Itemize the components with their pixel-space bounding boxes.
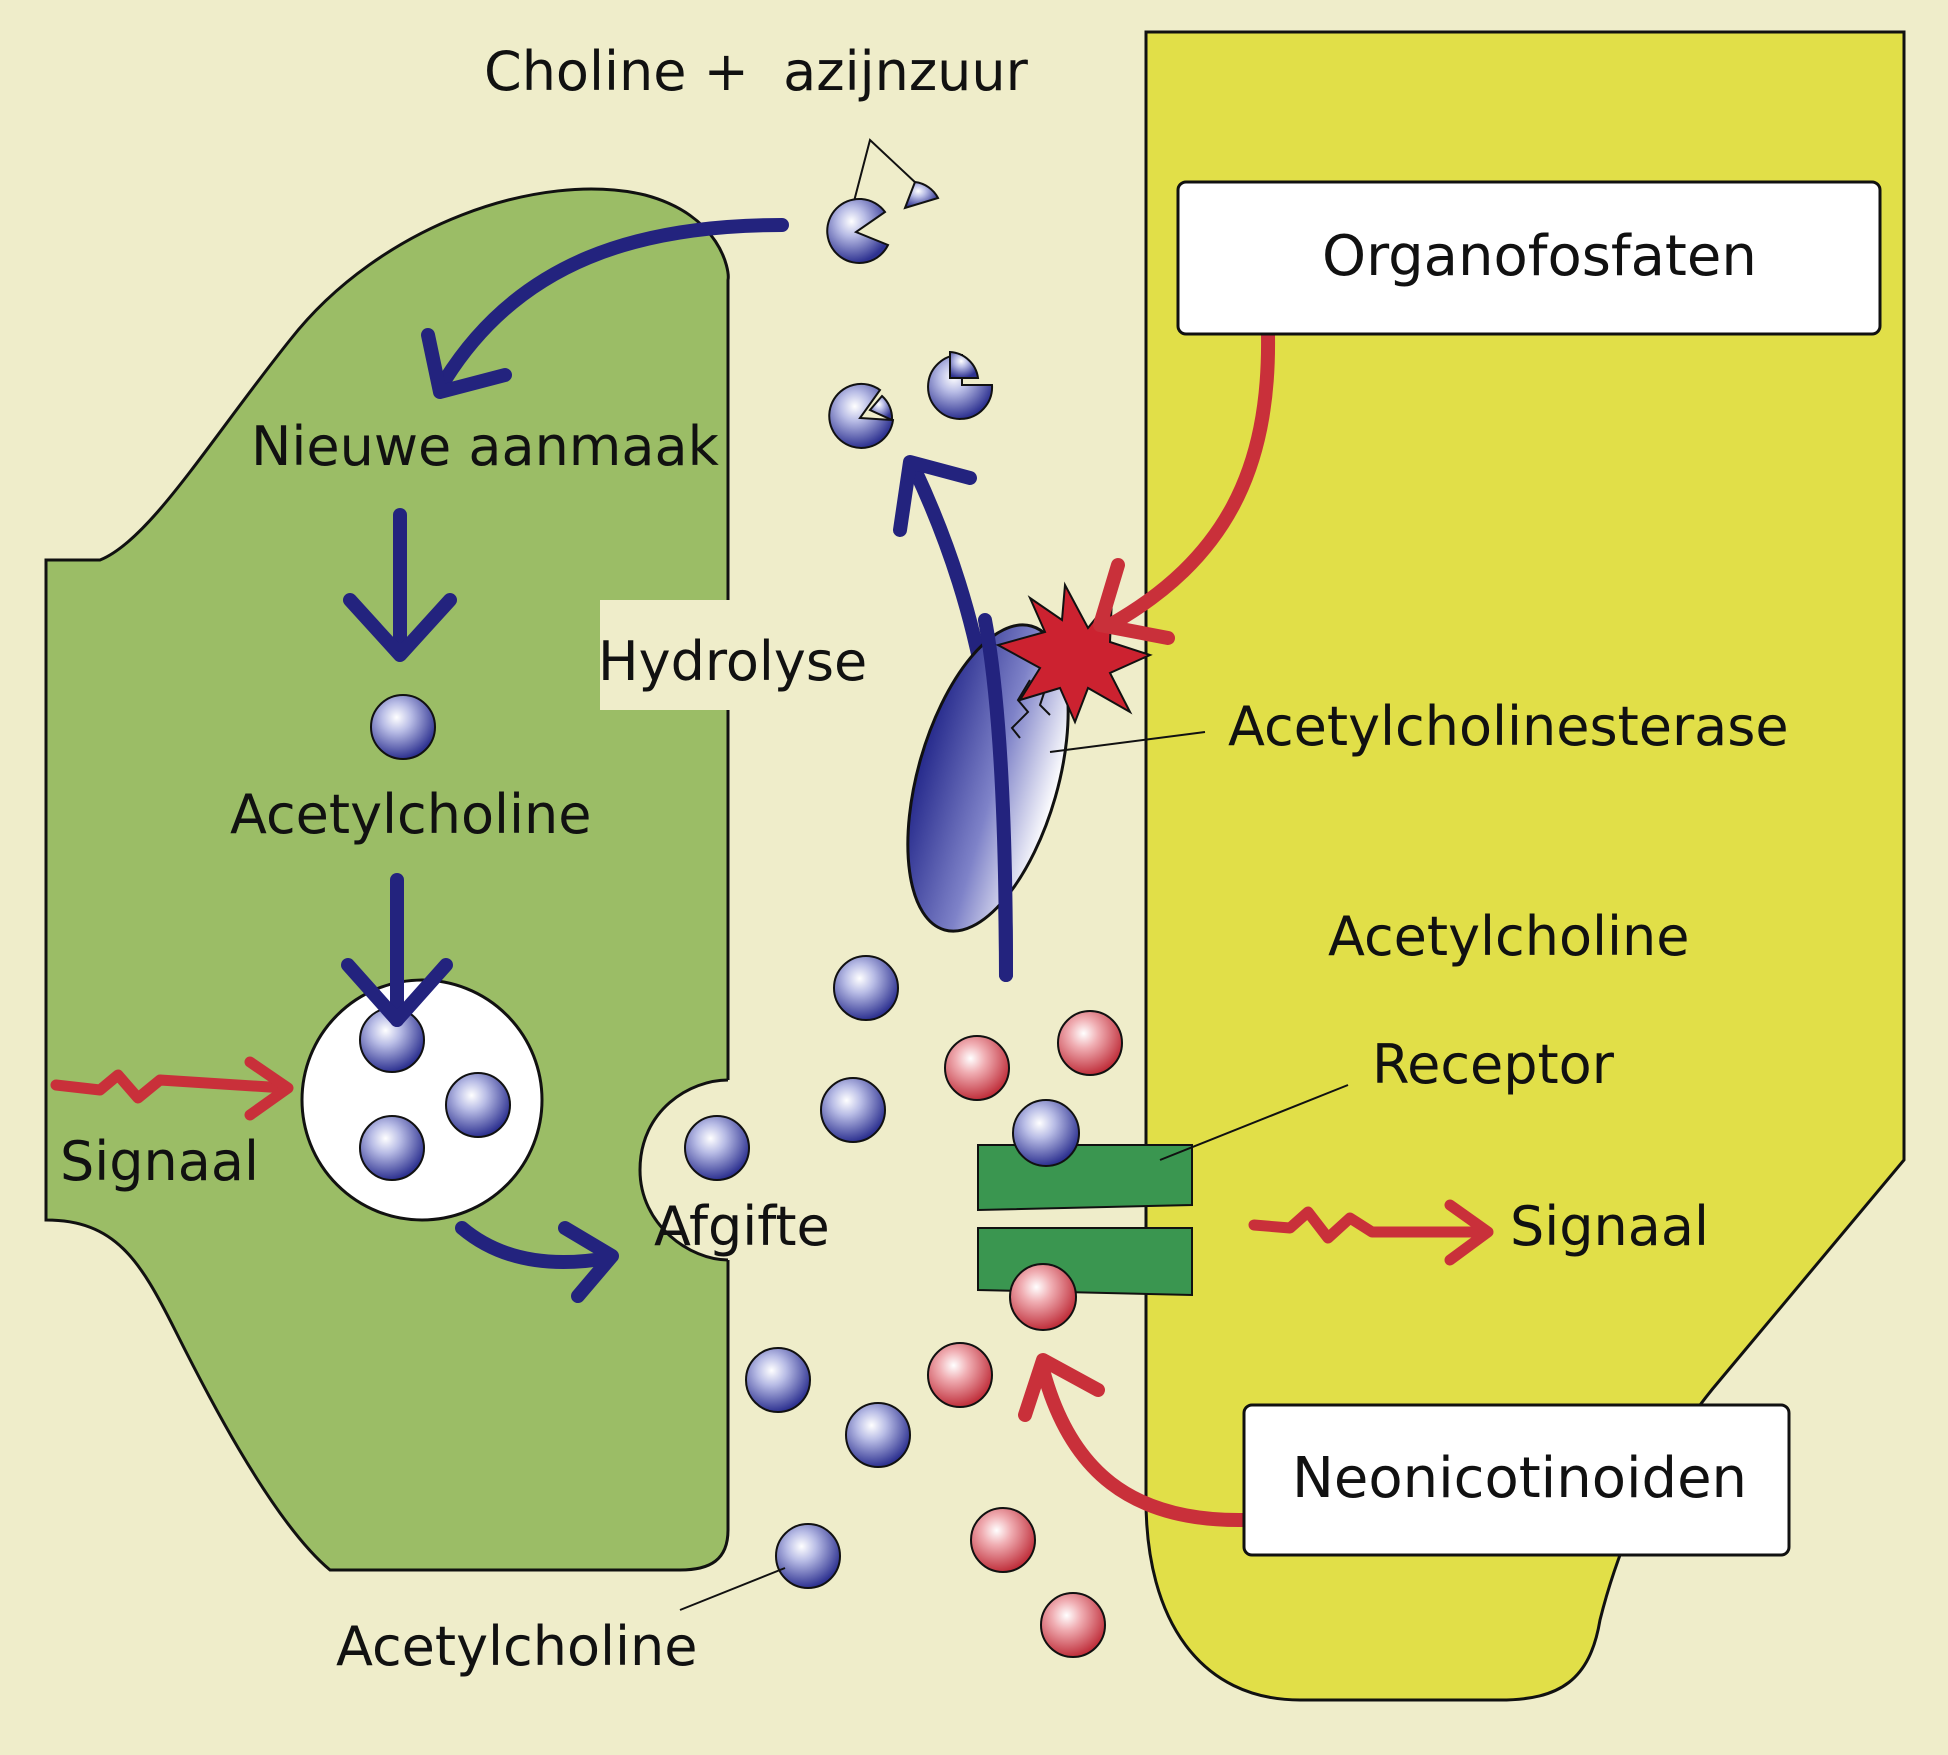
enzyme-crack bbox=[1010, 679, 1031, 739]
synthesis-down-arrow bbox=[343, 508, 457, 662]
signaal-right-label: Signaal bbox=[1510, 1195, 1709, 1258]
recycle-arrow bbox=[421, 218, 789, 399]
neonicotinoid-molecules bbox=[927, 1010, 1123, 1658]
acetylcholine-molecules-cleft bbox=[684, 955, 911, 1589]
acetylcholine-bound bbox=[1012, 1099, 1080, 1167]
organofosfaten-box bbox=[1176, 180, 1882, 336]
acetylcholine-in-vesicle bbox=[359, 1115, 425, 1181]
acetylcholine-molecule bbox=[684, 1115, 750, 1181]
neonicotinoid-molecule bbox=[944, 1035, 1010, 1101]
neonicotinoid-molecule bbox=[970, 1507, 1036, 1573]
signal-arrow-out bbox=[1248, 1199, 1494, 1266]
acetylcholine-molecule bbox=[833, 955, 899, 1021]
acetylcholine-presynaptic-label: Acetylcholine bbox=[230, 783, 591, 846]
signal-arrow-in bbox=[50, 1056, 294, 1121]
receptor-leader bbox=[1159, 1084, 1349, 1161]
presynaptic-cell bbox=[44, 187, 730, 1572]
neonicotinoid-molecule bbox=[1040, 1592, 1106, 1658]
enzyme-crack bbox=[1038, 689, 1051, 716]
acetylcholinesterase-enzyme bbox=[906, 623, 1070, 933]
acetylcholine-molecule bbox=[745, 1347, 811, 1413]
release-notch-outline bbox=[638, 1078, 729, 1262]
acetylcholinesterase-label: Acetylcholinesterase bbox=[1228, 695, 1789, 758]
organofosfaten-arrow bbox=[1093, 328, 1276, 645]
acetylcholine-postsynaptic-label: Acetylcholine bbox=[1328, 905, 1689, 968]
release-arrow bbox=[455, 1221, 619, 1303]
receptor-lower bbox=[977, 1227, 1193, 1297]
neonicotinoid-molecule bbox=[1057, 1010, 1123, 1076]
receptor-upper bbox=[977, 1144, 1193, 1212]
neonicotinoid-bound bbox=[1009, 1263, 1077, 1331]
neonicotinoiden-arrow bbox=[1018, 1353, 1252, 1528]
acetylcholine-molecule bbox=[845, 1402, 911, 1468]
neonicotinoiden-label: Neonicotinoiden bbox=[1292, 1446, 1747, 1511]
hydrolyse-label: Hydrolyse bbox=[598, 630, 867, 693]
choline-acetic-acid-fragments bbox=[826, 138, 994, 449]
acetylcholine-bottom-leader bbox=[679, 1567, 786, 1611]
nieuwe-aanmaak-label: Nieuwe aanmaak bbox=[251, 415, 720, 478]
acetylcholine-bottom-label: Acetylcholine bbox=[336, 1615, 697, 1678]
acetylcholine-in-vesicle bbox=[445, 1072, 511, 1138]
neonicotinoiden-box bbox=[1242, 1403, 1791, 1557]
acetylcholine-molecule bbox=[775, 1523, 841, 1589]
receptor-label: Receptor bbox=[1372, 1033, 1615, 1096]
neonicotinoid-molecule bbox=[927, 1342, 993, 1408]
afgifte-label: Afgifte bbox=[654, 1195, 830, 1258]
acetylcholine-molecule bbox=[820, 1077, 886, 1143]
acetylcholine-molecule bbox=[370, 694, 436, 760]
acetylcholinesterase-leader bbox=[1049, 731, 1206, 753]
hydrolysis-arrow-front bbox=[978, 613, 1013, 982]
organofosfaten-label: Organofosfaten bbox=[1322, 224, 1757, 289]
signaal-left-label: Signaal bbox=[60, 1130, 259, 1193]
choline-azijnzuur-label: Choline + azijnzuur bbox=[484, 40, 1029, 103]
hydrolyse-label-backdrop bbox=[600, 600, 840, 710]
storage-down-arrow bbox=[341, 873, 453, 1027]
